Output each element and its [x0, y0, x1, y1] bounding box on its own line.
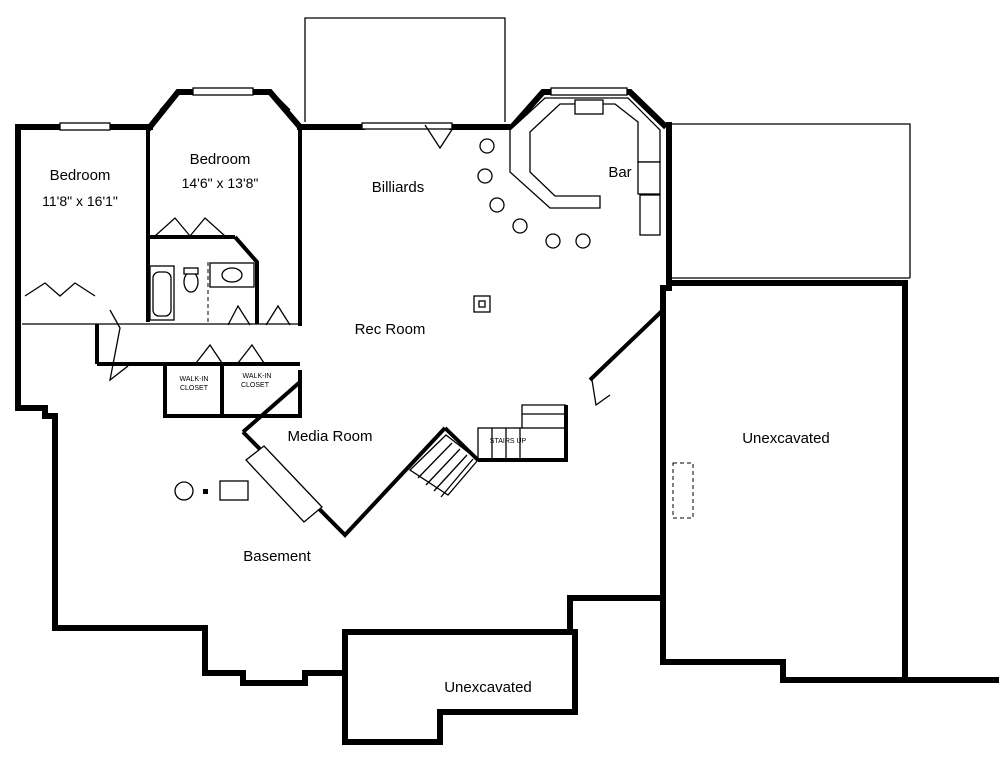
bar-label: Bar	[608, 164, 631, 181]
bedroom-left-dims: 11'8" x 16'1"	[42, 193, 118, 209]
bay-window-bedroom	[145, 87, 305, 132]
ceiling-fixture	[473, 295, 491, 313]
unexcavated-right-label: Unexcavated	[742, 430, 830, 447]
walk-in-right-label: WALK-IN	[243, 373, 272, 380]
door-swings	[24, 124, 611, 407]
patio-outline	[304, 17, 506, 122]
bedroom-center-dims: 14'6" x 13'8"	[182, 175, 259, 191]
bay-window-bar	[507, 87, 669, 132]
stairs-label: STAIRS UP	[490, 438, 527, 445]
windows	[59, 122, 453, 131]
walk-in-left-label: WALK-IN	[180, 376, 209, 383]
media-room-label: Media Room	[287, 428, 372, 445]
deck-outline	[670, 123, 911, 279]
exterior-walls	[15, 122, 999, 745]
billiards-label: Billiards	[372, 179, 425, 196]
stairs	[408, 404, 567, 498]
bedroom-center-name: Bedroom	[190, 151, 251, 168]
closet-right-label: CLOSET	[241, 382, 270, 389]
unexcavated-bottom-label: Unexcavated	[444, 679, 532, 696]
bedroom-left-name: Bedroom	[50, 167, 111, 184]
interior-walls	[22, 127, 665, 538]
basement-label: Basement	[243, 548, 311, 565]
bar-counter	[477, 97, 661, 249]
closet-left-label: CLOSET	[180, 385, 209, 392]
mechanical-equipment	[174, 480, 249, 501]
bath-fixtures	[149, 262, 255, 322]
access-panel	[672, 462, 694, 519]
rec-room-label: Rec Room	[355, 321, 426, 338]
